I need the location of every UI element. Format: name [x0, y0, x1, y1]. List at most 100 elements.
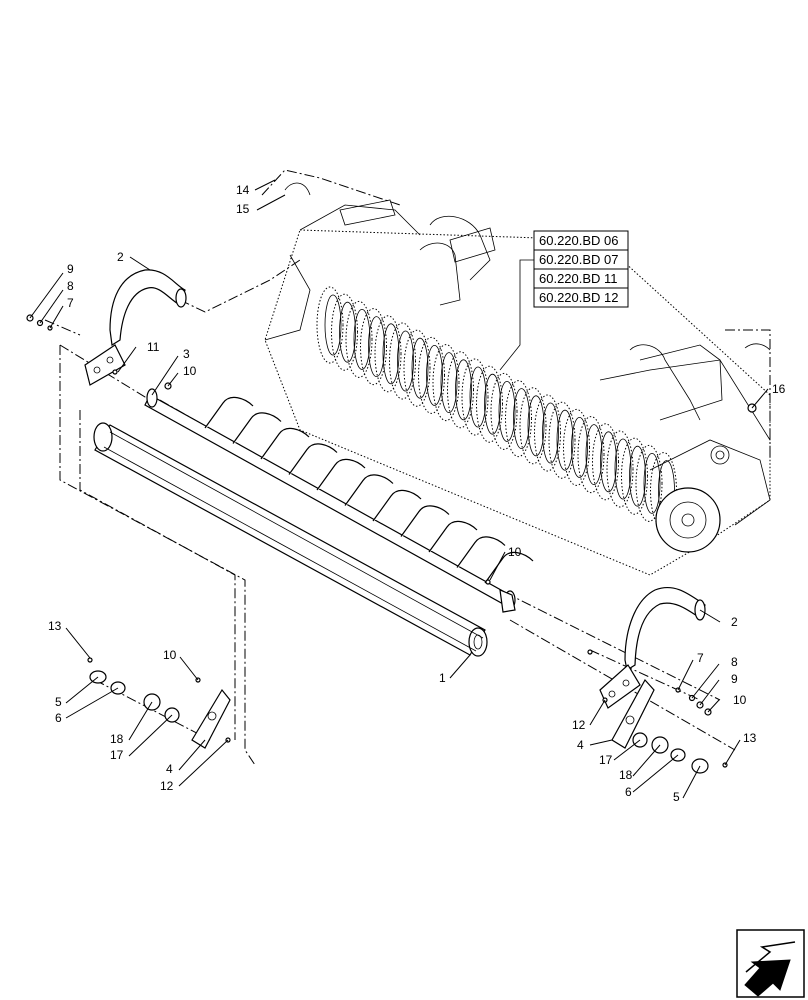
tine-bar-ring-inner [498, 380, 516, 442]
rotor-tine [344, 474, 394, 506]
tine-bar-ring-inner [353, 308, 371, 370]
tine-bar-ring-inner [585, 424, 603, 486]
tine-bar-ring-inner [513, 388, 530, 450]
tine-bar-ring [606, 430, 634, 508]
callout-5-left: 5 [55, 695, 62, 709]
tine-bar-ring [316, 286, 344, 364]
callout-10-upper-left: 10 [183, 364, 197, 378]
tine-bar-ring-inner [339, 301, 356, 363]
callout-12-right: 12 [572, 718, 586, 732]
callout-4-right: 4 [577, 738, 584, 752]
callout-10-center: 10 [508, 545, 522, 559]
callout-labels: 14 15 2 9 8 7 11 3 10 16 10 13 10 5 6 18… [48, 183, 786, 804]
tine-bar-ring [345, 300, 373, 378]
callout-12-left: 12 [160, 779, 174, 793]
callout-8-right: 8 [731, 655, 738, 669]
left-arm-part-2 [26, 269, 187, 390]
tine-bar-ring-inner [556, 409, 574, 471]
tine-bar-ring-inner [368, 316, 385, 378]
tine-bar-ring [432, 344, 460, 422]
callout-14: 14 [236, 183, 250, 197]
rotor-tine [288, 443, 338, 475]
callout-4-left: 4 [166, 762, 173, 776]
rotor-tine [428, 520, 478, 553]
tine-bar-ring-inner [455, 359, 472, 421]
tine-bar-ring [476, 365, 503, 443]
tine-bar-ring [577, 416, 605, 494]
rotor-tine [400, 505, 450, 537]
reference-link-12[interactable]: 60.220.BD 12 [539, 290, 619, 305]
tine-bar-ring [534, 394, 561, 472]
tine-bar-ring [418, 336, 445, 414]
reference-box-group: 60.220.BD 06 60.220.BD 07 60.220.BD 11 6… [499, 230, 629, 371]
tine-bar-ring-inner [397, 330, 414, 392]
callout-9-right: 9 [731, 672, 738, 686]
tine-bar-ring-inner [484, 373, 501, 435]
callout-8-left: 8 [67, 279, 74, 293]
rotor-tine [204, 396, 254, 429]
tine-bar-ring [621, 437, 648, 515]
tine-bar-ring-inner [527, 395, 545, 457]
tine-bar-ring [592, 423, 619, 501]
callout-15: 15 [236, 202, 250, 216]
tine-bar-ring [563, 408, 590, 486]
tine-bar-ring [331, 293, 358, 371]
tine-bar-ring [505, 380, 532, 458]
tine-bar-ring [360, 308, 387, 386]
tine-bar-ring-inner [324, 294, 342, 356]
tine-bar-ring-inner [571, 416, 588, 478]
callout-leaders [29, 179, 769, 799]
rotor-tine [372, 489, 422, 522]
callout-2-right: 2 [731, 615, 738, 629]
tine-bar-ring-inner [411, 337, 429, 399]
rotor-tine [456, 536, 506, 568]
tine-bar-ring [447, 351, 474, 429]
rotor-tine [484, 551, 534, 584]
callout-6-right: 6 [625, 785, 632, 799]
callout-3: 3 [183, 347, 190, 361]
tine-bar-ring [490, 372, 518, 450]
tine-bar-ring-inner [629, 445, 646, 507]
callout-18-right: 18 [619, 768, 633, 782]
tine-bar-ring [519, 387, 547, 465]
callout-18-left: 18 [110, 732, 124, 746]
callout-10-lower-left: 10 [163, 648, 177, 662]
tine-bar-ring-inner [643, 452, 661, 514]
tine-bar-ring-inner [469, 366, 487, 428]
tine-bar-ring [389, 322, 416, 400]
rotor-tine [260, 427, 310, 460]
rotor-shaft-part-1 [93, 388, 534, 657]
reference-link-07[interactable]: 60.220.BD 07 [539, 252, 619, 267]
callout-5-right: 5 [673, 790, 680, 804]
callout-9-left: 9 [67, 262, 74, 276]
pickup-assembly [261, 169, 771, 576]
tine-bar-ring-inner [542, 402, 559, 464]
callout-13-right: 13 [743, 731, 757, 745]
callout-16: 16 [772, 382, 786, 396]
rotor-tine [316, 458, 366, 491]
rotor-tine [232, 412, 282, 444]
callout-7-left: 7 [67, 296, 74, 310]
tine-bar-ring-inner [600, 431, 617, 493]
callout-10-right: 10 [733, 693, 747, 707]
callout-11: 11 [147, 340, 160, 354]
tine-bar-ring-inner [440, 352, 458, 414]
callout-17-left: 17 [110, 748, 124, 762]
tine-bar-ring-inner [614, 438, 632, 500]
callout-2-left: 2 [117, 250, 124, 264]
reference-link-11[interactable]: 60.220.BD 11 [539, 271, 618, 286]
tine-bar-ring [403, 329, 431, 407]
callout-1: 1 [439, 671, 446, 685]
tine-bar-ring [374, 315, 402, 393]
tine-bar-ring [635, 444, 663, 522]
next-page-arrow-icon[interactable] [736, 929, 805, 998]
tine-bar-ring-inner [426, 344, 443, 406]
callout-13-left: 13 [48, 619, 62, 633]
callout-6-left: 6 [55, 711, 62, 725]
reference-link-06[interactable]: 60.220.BD 06 [539, 233, 619, 248]
callout-7-right: 7 [697, 651, 704, 665]
callout-17-right: 17 [599, 753, 613, 767]
tine-bar-ring [461, 358, 489, 436]
tine-bar-ring-inner [382, 323, 400, 385]
